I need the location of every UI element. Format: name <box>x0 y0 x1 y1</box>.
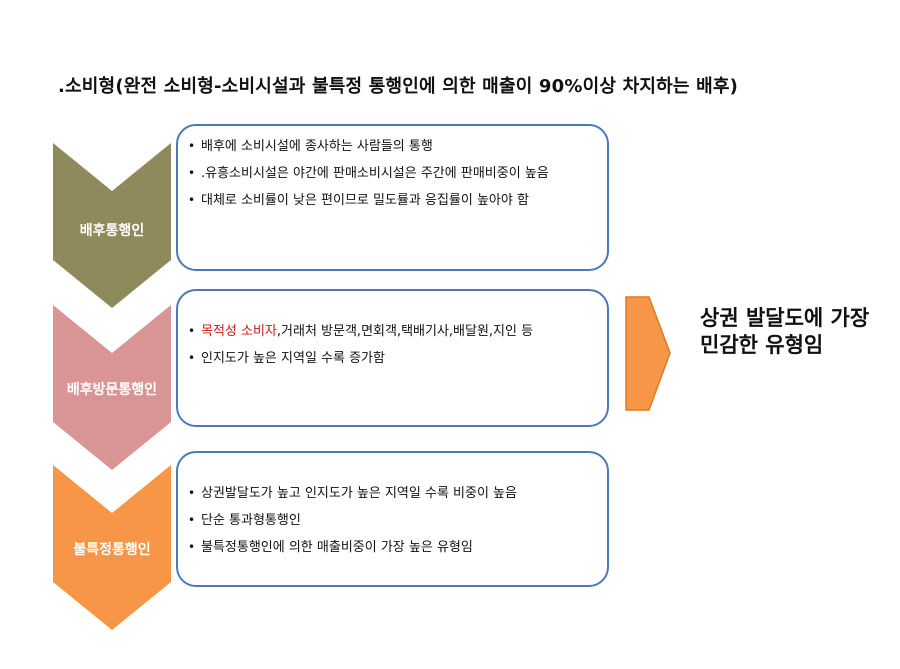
chevron-shape <box>53 143 171 308</box>
list-item: 배후에 소비시설에 종사하는 사람들의 통행 <box>188 136 595 157</box>
chevron-shape <box>53 465 171 630</box>
chevron-label: 불특정통행인 <box>73 542 151 558</box>
list-item-text: ,거래처 방문객,면회객,택배기사,배달원,지인 등 <box>276 324 534 339</box>
chevron-label: 배후방문통행인 <box>66 382 158 398</box>
chevron-resident-passersby: 배후통행인 <box>53 143 171 308</box>
page-title: .소비형(완전 소비형-소비시설과 불특정 통행인에 의한 매출이 90%이상 … <box>58 76 739 97</box>
list-item: .유흥소비시설은 야간에 판매소비시설은 주간에 판매비중이 높음 <box>188 163 595 184</box>
chevron-right-icon <box>625 296 671 411</box>
chevron-label: 배후통행인 <box>79 223 145 239</box>
list-item: 단순 통과형통행인 <box>188 510 595 531</box>
list-item: 불특정통행인에 의한 매출비중이 가장 높은 유형임 <box>188 537 595 558</box>
chevron-shape <box>53 305 171 470</box>
list-item: 상권발달도가 높고 인지도가 높은 지역일 수록 비중이 높음 <box>188 483 595 504</box>
list-item: 대체로 소비률이 낮은 편이므로 밀도률과 응집률이 높아야 함 <box>188 190 595 211</box>
highlight-text: 목적성 소비자 <box>201 324 277 339</box>
chevron-unspecified-passersby: 불특정통행인 <box>53 465 171 630</box>
chevron-visiting-passersby: 배후방문통행인 <box>53 305 171 470</box>
resident-passersby-box: 배후에 소비시설에 종사하는 사람들의 통행 .유흥소비시설은 야간에 판매소비… <box>176 124 609 271</box>
list-item: 인지도가 높은 지역일 수록 증가함 <box>188 348 595 369</box>
visiting-passersby-box: 목적성 소비자,거래처 방문객,면회객,택배기사,배달원,지인 등 인지도가 높… <box>176 289 609 427</box>
list-item: 목적성 소비자,거래처 방문객,면회객,택배기사,배달원,지인 등 <box>188 321 595 342</box>
conclusion-text: 상권 발달도에 가장 민감한 유형임 <box>700 306 870 357</box>
unspecified-passersby-box: 상권발달도가 높고 인지도가 높은 지역일 수록 비중이 높음 단순 통과형통행… <box>176 451 609 587</box>
